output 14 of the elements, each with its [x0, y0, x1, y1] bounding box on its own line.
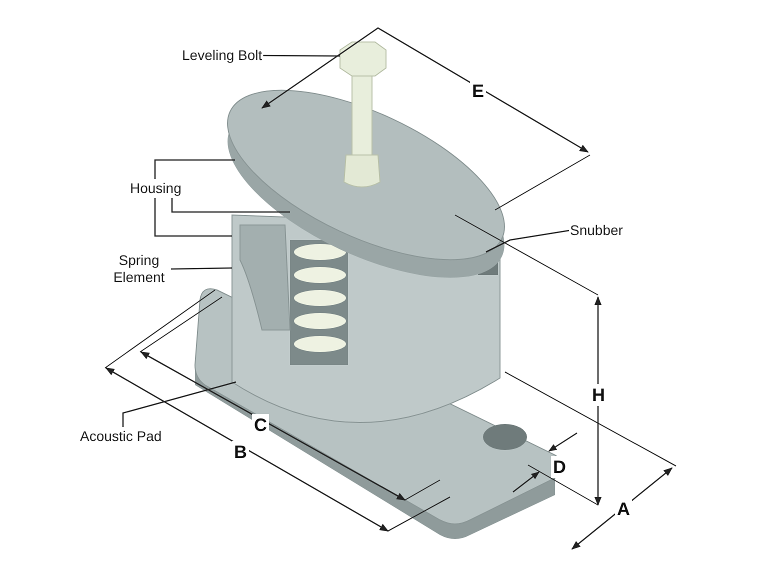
leader-line: [263, 54, 340, 57]
part-label: Spring Element: [108, 252, 170, 286]
leader-line: [170, 267, 232, 270]
part-label: Acoustic Pad: [80, 428, 162, 445]
leader-line: [122, 381, 236, 427]
dimension-label: H: [590, 384, 607, 406]
part-label: Housing: [130, 180, 182, 197]
dimension-label: D: [551, 456, 568, 478]
part-label: Leveling Bolt: [182, 47, 262, 64]
leader-line: [486, 230, 570, 253]
part-label: Snubber: [570, 222, 623, 239]
leader-line: [171, 198, 290, 213]
leader-line: [154, 198, 232, 237]
leader-line: [154, 159, 235, 179]
